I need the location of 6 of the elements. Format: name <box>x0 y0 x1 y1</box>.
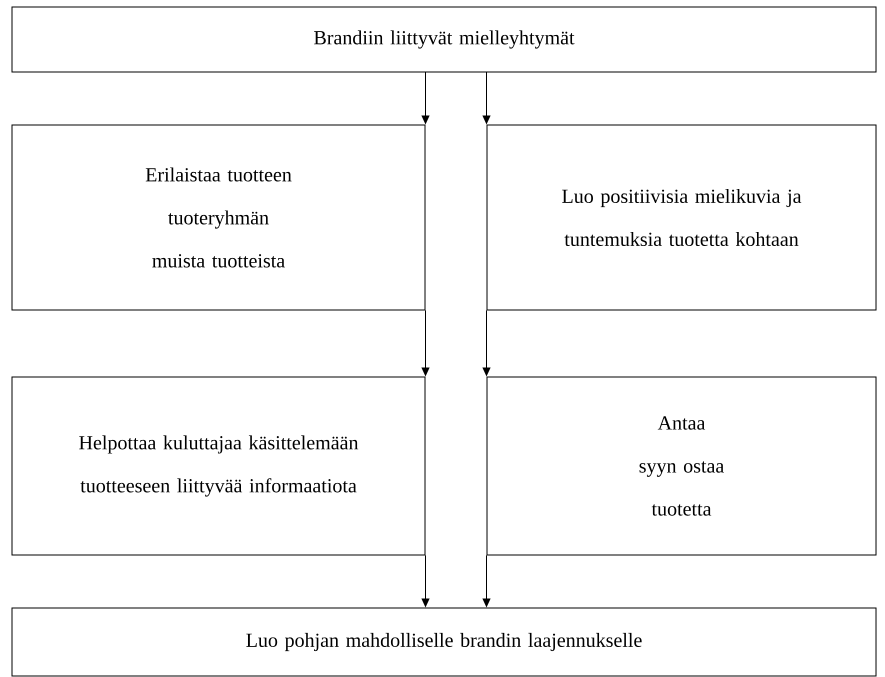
text-box: Brandiin liittyvät mielleyhtymät <box>12 6 877 72</box>
text-box: Luo pohjan mahdolliselle brandin laajennukselle <box>12 608 877 676</box>
text-box: Erilaistaa tuotteen tuoteryhmän muista tuotteista <box>12 124 426 310</box>
text-box: Antaa syyn ostaa tuotetta <box>486 376 877 556</box>
text-box: Helpottaa kuluttajaa käsittelemään tuotteeseen liittyvää informaatiota <box>12 376 426 556</box>
text-box: Luo positiivisia mielikuvia ja tuntemuksia tuotetta kohtaan <box>486 124 877 310</box>
